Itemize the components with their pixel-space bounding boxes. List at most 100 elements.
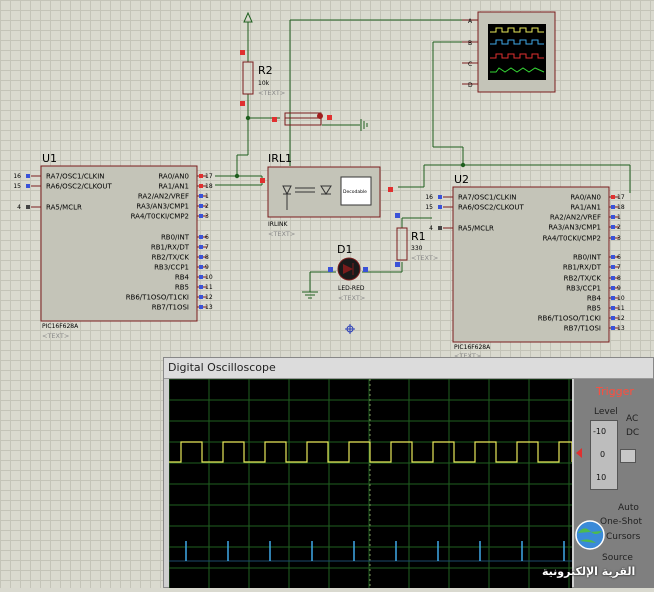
u2-right-pin-square[interactable] <box>611 296 615 300</box>
knob-tick-pos: 10 <box>596 473 607 482</box>
resistor-r1[interactable]: R1 330 <TEXT> <box>395 213 438 267</box>
scope-input-A: A <box>468 18 473 25</box>
d1-text: <TEXT> <box>338 294 365 302</box>
u2-right-pin-name: RB3/CCP1 <box>566 285 601 293</box>
u2-right-pin-num: 18 <box>617 204 625 211</box>
u2-right-pin-square[interactable] <box>611 306 615 310</box>
oscilloscope-screen <box>168 378 573 588</box>
u2-right-pin-square[interactable] <box>611 205 615 209</box>
u1-right-pin-num: 13 <box>205 304 213 311</box>
dc-label[interactable]: DC <box>626 428 640 438</box>
u2-right-pin-name: RA1/AN1 <box>570 204 601 212</box>
u1-right-pin-square[interactable] <box>199 214 203 218</box>
u1-right-pin-square[interactable] <box>199 235 203 239</box>
level-arrow-icon[interactable] <box>576 448 582 458</box>
u2-left-pin-square[interactable] <box>438 205 442 209</box>
u1-right-pin-num: 11 <box>205 284 213 291</box>
u2-right-pin-square[interactable] <box>611 265 615 269</box>
push-button-switch[interactable] <box>272 112 332 126</box>
u1-right-pin-square[interactable] <box>199 194 203 198</box>
scope-input-C: C <box>468 61 472 68</box>
u2-right-pin-num: 1 <box>617 214 621 221</box>
d1-ref: D1 <box>337 243 352 256</box>
u1-right-pin-square[interactable] <box>199 305 203 309</box>
r2-ref: R2 <box>258 64 273 77</box>
u1-right-pin-square[interactable] <box>199 285 203 289</box>
u2-right-pin-square[interactable] <box>611 225 615 229</box>
u2-right-pin-num: 8 <box>617 275 621 282</box>
u2-right-pin-name: RB5 <box>587 305 601 313</box>
u2-right-pin-square[interactable] <box>611 236 615 240</box>
wires <box>215 19 631 292</box>
u1-right-pin-name: RB6/T1OSO/T1CKI <box>126 294 189 302</box>
u1-right-pin-name: RA4/T0CKI/CMP2 <box>131 213 189 221</box>
u1-right-pin-num: 9 <box>205 264 209 271</box>
u1-right-pin-square[interactable] <box>199 184 203 188</box>
u1-right-pin-square[interactable] <box>199 204 203 208</box>
u1-right-pin-name: RA3/AN3/CMP1 <box>136 203 189 211</box>
origin-marker-icon <box>345 324 355 334</box>
oscilloscope-window[interactable]: Digital Oscilloscope Trigger Level -10 0… <box>163 357 654 588</box>
u2-right-pin-square[interactable] <box>611 195 615 199</box>
u2-right-pin-name: RB6/T1OSO/T1CKI <box>538 315 601 323</box>
u1-right-pin-name: RA2/AN2/VREF <box>138 193 189 201</box>
trigger-edge-button[interactable] <box>620 449 636 463</box>
power-terminal-icon[interactable] <box>243 11 253 23</box>
u1-left-pin-square[interactable] <box>26 184 30 188</box>
u2-right-pin-name: RA3/AN3/CMP1 <box>548 224 601 232</box>
u2-right-pin-square[interactable] <box>611 255 615 259</box>
u1-right-pin-square[interactable] <box>199 174 203 178</box>
u1-right-pin-square[interactable] <box>199 275 203 279</box>
u2-right-pin-square[interactable] <box>611 326 615 330</box>
u1-right-pin-name: RB5 <box>175 284 189 292</box>
u2-left-pin-name: RA6/OSC2/CLKOUT <box>458 204 524 212</box>
u2-right-pin-num: 13 <box>617 325 625 332</box>
level-label: Level <box>594 407 618 417</box>
u1-right-pin-square[interactable] <box>199 295 203 299</box>
u1-right-pin-square[interactable] <box>199 255 203 259</box>
u1-left-pin-square[interactable] <box>26 174 30 178</box>
irlink-irl1[interactable]: Decodable IRL1 IRLINK <TEXT> <box>260 152 393 238</box>
u1-left-pin-num: 15 <box>13 183 21 190</box>
led-d1[interactable]: D1 LED-RED <TEXT> <box>328 243 368 302</box>
ac-label[interactable]: AC <box>626 414 639 424</box>
u1-right-pin-num: 12 <box>205 294 213 301</box>
u1-right-pin-name: RB4 <box>175 274 190 282</box>
u2-right-pin-square[interactable] <box>611 276 615 280</box>
oneshot-label[interactable]: One-Shot <box>600 517 643 527</box>
u2-right-pin-name: RB1/RX/DT <box>563 264 602 272</box>
source-label: Source <box>602 553 633 563</box>
u1-left-pin-square[interactable] <box>26 205 30 209</box>
r1-ref: R1 <box>411 230 426 243</box>
irl1-text: <TEXT> <box>268 230 295 238</box>
u2-right-pin-num: 9 <box>617 285 621 292</box>
u2-right-pin-num: 3 <box>617 235 621 242</box>
u2-right-pin-square[interactable] <box>611 286 615 290</box>
u2-left-pin-num: 4 <box>429 225 433 232</box>
u2-left-pin-num: 15 <box>425 204 433 211</box>
u2-right-pin-square[interactable] <box>611 316 615 320</box>
resistor-r2[interactable]: R2 10k <TEXT> <box>240 50 285 106</box>
u1-right-pin-name: RA1/AN1 <box>158 183 189 191</box>
u1-right-pin-name: RB2/TX/CK <box>152 254 190 262</box>
irl1-part: IRLINK <box>268 221 289 228</box>
cursors-label[interactable]: Cursors <box>606 532 641 542</box>
level-knob[interactable]: -10 0 10 <box>590 420 618 490</box>
u2-right-pin-square[interactable] <box>611 215 615 219</box>
u2-right-pin-name: RB4 <box>587 295 602 303</box>
u2-left-pin-square[interactable] <box>438 226 442 230</box>
u1-text: <TEXT> <box>42 332 69 340</box>
u1-right-pin-square[interactable] <box>199 245 203 249</box>
auto-label[interactable]: Auto <box>618 503 639 513</box>
u1-left-pin-num: 4 <box>17 204 21 211</box>
u1-right-pin-square[interactable] <box>199 265 203 269</box>
u2-left-pin-square[interactable] <box>438 195 442 199</box>
u1-right-pin-num: 6 <box>205 234 209 241</box>
